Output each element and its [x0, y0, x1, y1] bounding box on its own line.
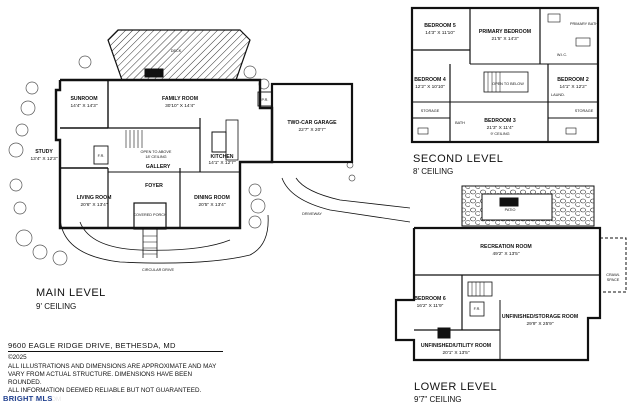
bedroom5-label: BEDROOM 5 — [424, 23, 456, 29]
unfinished-storage-dim: 29'9" X 25'9" — [526, 321, 553, 327]
living-room-dim: 20'6" X 13'4" — [80, 202, 107, 208]
lower-fr-label: F.R. — [474, 307, 481, 311]
second-level-labels: BEDROOM 5 14'3" X 11'10" PRIMARY BEDROOM… — [414, 22, 598, 136]
dining-room-dim: 20'5" X 13'4" — [198, 202, 225, 208]
laundry-label: LAUND. — [551, 93, 565, 97]
open-to-above-label: OPEN TO ABOVE — [141, 150, 172, 154]
study-label: STUDY — [35, 149, 53, 155]
living-room-label: LIVING ROOM — [77, 195, 112, 201]
main-level-ceiling: 9' CEILING — [36, 302, 77, 311]
bedroom6-dim: 16'2" X 11'9" — [417, 303, 444, 309]
gallery-label: GALLERY — [146, 164, 171, 170]
primary-bedroom-label: PRIMARY BEDROOM — [479, 29, 531, 35]
watermark: BRIGHT MLS — [0, 392, 66, 406]
bedroom2-label: BEDROOM 2 — [557, 77, 589, 83]
circular-drive-label: CIRCULAR DRIVE — [142, 268, 175, 272]
powder-room-label: P.R. — [262, 98, 269, 102]
sunroom-dim: 14'4" X 14'3" — [70, 103, 97, 109]
main-level-title: MAIN LEVEL — [36, 287, 106, 299]
unfinished-storage-label: UNFINISHED/STORAGE ROOM — [502, 314, 578, 320]
bedroom5-dim: 14'3" X 11'10" — [425, 30, 455, 36]
foyer-label: FOYER — [145, 183, 163, 189]
bedroom6-label: BEDROOM 6 — [414, 296, 446, 302]
garage-dim: 22'7" X 20'7" — [298, 127, 325, 133]
family-room-label: FAMILY ROOM — [162, 96, 198, 102]
rec-room-label: RECREATION ROOM — [480, 244, 532, 250]
driveway-label: DRIVEWAY — [302, 212, 322, 216]
study-dim: 13'4" X 12'3" — [30, 156, 57, 162]
garage-label: TWO-CAR GARAGE — [287, 120, 337, 126]
kitchen-label: KITCHEN — [210, 154, 233, 160]
crawl-space-label: SPACE — [607, 278, 620, 282]
family-room-dim: 30'10" X 14'4" — [165, 103, 195, 109]
unfinished-utility-label: UNFINISHED/UTILITY ROOM — [421, 343, 491, 349]
unfinished-utility-dim: 20'1" X 13'5" — [442, 350, 469, 356]
storage-label-right: STORAGE — [575, 109, 594, 113]
second-level-title: SECOND LEVEL — [413, 153, 504, 165]
bedroom3-ceiling: 9' CEILING — [490, 132, 509, 136]
bedroom4-dim: 12'2" X 10'10" — [415, 84, 445, 90]
bedroom4-label: BEDROOM 4 — [414, 77, 446, 83]
main-level-labels: DECK SUNROOM 14'4" X 14'3" FAMILY ROOM 3… — [30, 49, 337, 272]
patio-label: PATIO — [505, 208, 516, 212]
main-level-plan — [8, 29, 411, 266]
rec-room-dim: 49'2" X 13'5" — [492, 251, 519, 257]
lower-level-plan — [394, 185, 627, 362]
open-to-below-label: OPEN TO BELOW — [492, 82, 524, 86]
watermark-text: BRIGHT MLS — [3, 394, 53, 403]
disclaimer-line-3: ALL INFORMATION DEEMED RELIABLE BUT NOT … — [8, 387, 202, 395]
lower-level-title: LOWER LEVEL — [414, 381, 498, 393]
porch-label: COVERED PORCH — [133, 213, 167, 217]
second-level-plan — [410, 6, 600, 144]
crawl-label: CRAWL — [606, 273, 620, 277]
open-ceiling-label: 18' CEILING — [145, 155, 166, 159]
bedroom2-dim: 14'1" X 12'2" — [559, 84, 586, 90]
bedroom3-dim: 21'3" X 11'4" — [487, 125, 514, 131]
fr-label: F.R. — [98, 154, 105, 158]
dining-room-label: DINING ROOM — [194, 195, 230, 201]
lower-level-labels: PATIO RECREATION ROOM 49'2" X 13'5" CRAW… — [414, 208, 620, 356]
kitchen-dim: 14'1" X 12'7" — [208, 160, 235, 166]
copyright: ©2025 — [8, 354, 27, 362]
primary-bath-label: PRIMARY BATH — [570, 22, 598, 26]
second-level-ceiling: 8' CEILING — [413, 167, 454, 176]
wic-label: W.I.C. — [557, 53, 567, 57]
disclaimer-line-2: VARY FROM ACTUAL STRUCTURE. DIMENSIONS H… — [8, 370, 193, 387]
lower-level-ceiling: 9'7" CEILING — [414, 395, 462, 404]
property-address: 9600 EAGLE RIDGE DRIVE, BETHESDA, MD — [8, 341, 223, 353]
bedroom3-label: BEDROOM 3 — [484, 118, 516, 124]
storage-label-left: STORAGE — [421, 109, 440, 113]
primary-bedroom-dim: 21'5" X 14'3" — [491, 36, 518, 42]
disclaimer-line-1: ALL ILLUSTRATIONS AND DIMENSIONS ARE APP… — [8, 362, 217, 370]
sunroom-label: SUNROOM — [70, 96, 97, 102]
bath-label: BATH — [455, 121, 465, 125]
deck-label: DECK — [171, 49, 182, 53]
